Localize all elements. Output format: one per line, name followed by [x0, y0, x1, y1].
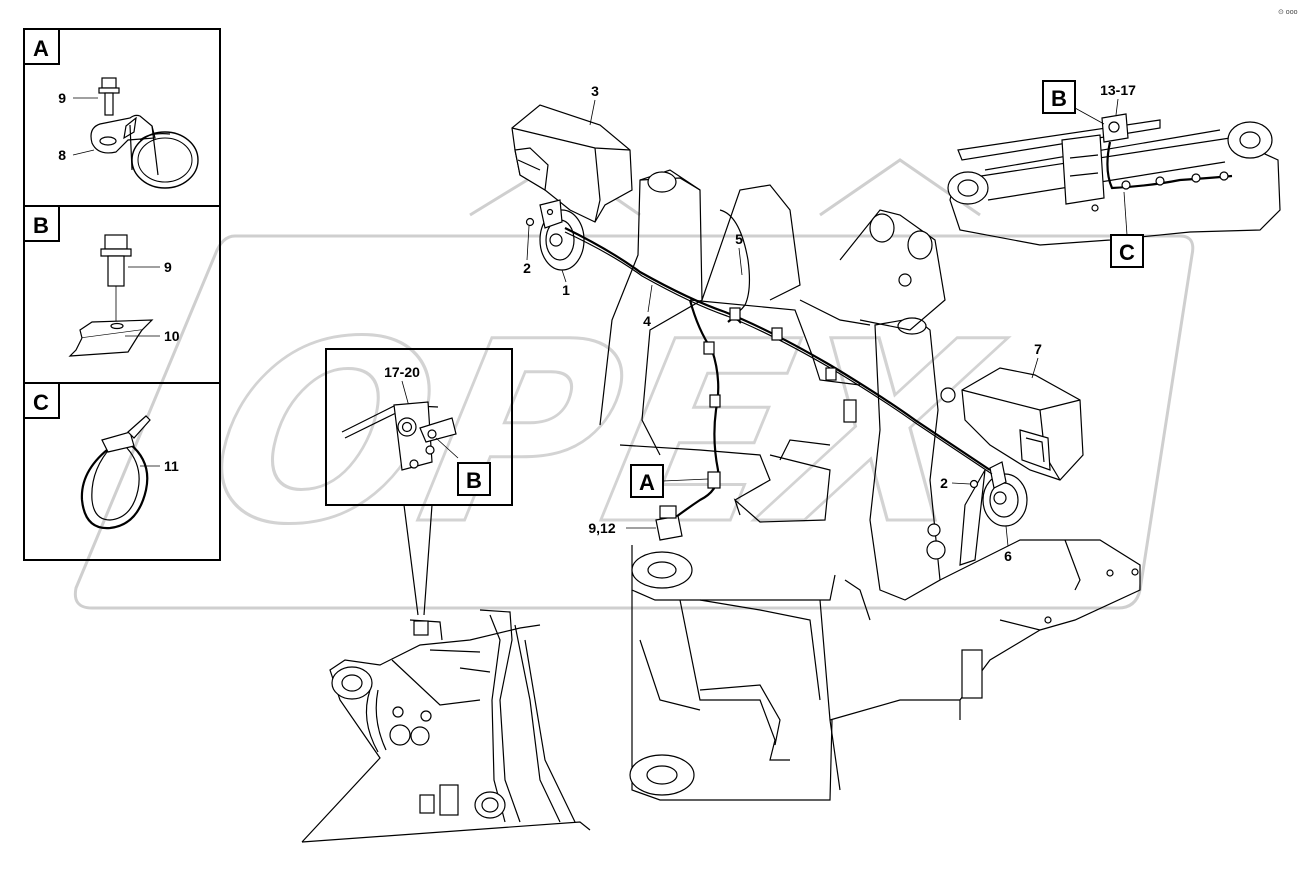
detail-box-b: B 9 10: [23, 205, 221, 384]
marker-c: C: [1110, 191, 1144, 268]
main-callouts: 3 2 1 4 5 7 2 6 9,12 13-17: [523, 82, 1136, 564]
callout-9-12: 9,12: [588, 520, 615, 536]
callout-3: 3: [591, 83, 599, 99]
marker-b-label: B: [1051, 86, 1067, 111]
detail-box-c: C 11: [23, 382, 221, 561]
horn-cover-right: [961, 367, 1084, 481]
callout-b-10: 10: [164, 328, 180, 344]
marker-a-label: A: [639, 470, 655, 495]
callout-c-11: 11: [164, 458, 179, 474]
detail-box-b-label: B: [33, 213, 49, 238]
marker-b: B: [1042, 80, 1105, 125]
detail-box-a: A 9 8: [23, 28, 221, 207]
inset-marker-b: B: [466, 468, 482, 493]
lower-left-assembly: [301, 609, 591, 843]
marker-a: A: [630, 464, 709, 498]
callout-1: 1: [562, 282, 570, 298]
callout-a-8: 8: [58, 147, 66, 163]
svg-text:OPEX: OPEX: [187, 288, 1019, 580]
wiring-harness: [564, 209, 993, 541]
detail-box-c-label: C: [33, 390, 49, 415]
callout-b-9: 9: [164, 259, 172, 275]
callout-17-20: 17-20: [384, 364, 420, 380]
marker-c-label: C: [1119, 240, 1135, 265]
horn-left: [525, 199, 585, 271]
inset-detail: 17-20 B: [325, 348, 513, 616]
callout-7: 7: [1034, 341, 1042, 357]
watermark-logo: OPEX: [73, 158, 1195, 610]
detail-box-a-label: A: [33, 36, 49, 61]
callout-2-right: 2: [940, 475, 948, 491]
corner-mark: ⊙ ooo: [1278, 9, 1298, 16]
callout-6: 6: [1004, 548, 1012, 564]
horn-right: [969, 461, 1028, 527]
callout-a-9: 9: [58, 90, 66, 106]
main-frame: [599, 169, 1141, 801]
callout-5: 5: [735, 231, 743, 247]
callout-4: 4: [643, 313, 651, 329]
top-right-cylinder: [947, 113, 1281, 246]
callout-13-17: 13-17: [1100, 82, 1136, 98]
callout-2-left: 2: [523, 260, 531, 276]
horn-cover-left: [511, 104, 633, 223]
